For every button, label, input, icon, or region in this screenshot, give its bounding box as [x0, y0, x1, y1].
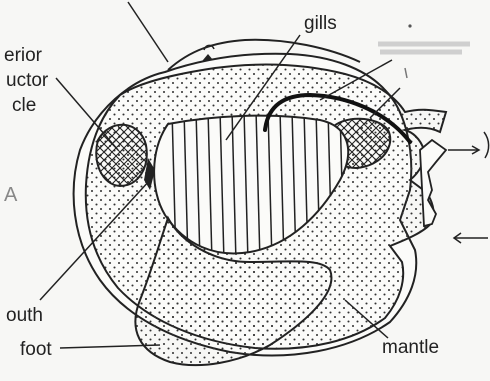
right-edge-curve: [484, 132, 489, 158]
faded-dot: [408, 24, 411, 27]
faded-label-trace: [378, 44, 470, 52]
faded-mark: [405, 68, 407, 78]
mouth-label: outh: [6, 306, 43, 325]
foot-label: foot: [20, 340, 52, 359]
anterior-adductor-label-line2: uctor: [6, 71, 48, 90]
inhalant-arrow: [454, 233, 488, 243]
anterior-adductor-label-line1: erior: [4, 46, 42, 65]
a-letter-label: A: [4, 185, 17, 205]
anterior-adductor-label-line3: cle: [12, 96, 36, 115]
mantle-label: mantle: [382, 338, 439, 357]
gills-label: gills: [304, 14, 337, 33]
hinge-mark: [204, 45, 214, 50]
siphon-notch: [420, 140, 446, 226]
top-leader: [128, 2, 168, 62]
exhalant-arrow: [448, 146, 479, 154]
